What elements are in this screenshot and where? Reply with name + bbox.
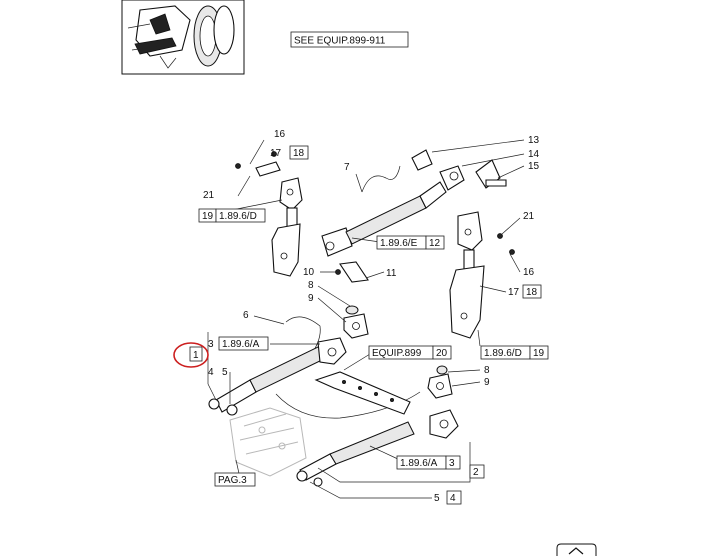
lower-link-right <box>314 371 459 439</box>
callout-15[interactable]: 15 <box>528 161 540 172</box>
tractor-thumbnail <box>121 0 245 75</box>
lower-link-bottom <box>296 421 415 487</box>
bracket-part <box>335 261 369 283</box>
callout-5-left[interactable]: 5 <box>222 367 228 378</box>
callout-8-upper[interactable]: 8 <box>308 280 314 291</box>
callout-3-right[interactable]: 3 <box>449 458 455 469</box>
chain-cable <box>285 316 321 357</box>
callout-1[interactable]: 1 <box>193 350 199 361</box>
tractor-rear-thumbnail-icon <box>127 5 235 69</box>
ref-1-89-6-D-right[interactable]: 1.89.6/D <box>484 348 522 359</box>
callout-16-right[interactable]: 16 <box>523 267 535 278</box>
right-lift-rod <box>449 211 515 339</box>
callout-2[interactable]: 2 <box>473 467 479 478</box>
callout-8-right[interactable]: 8 <box>484 365 490 376</box>
callout-14[interactable]: 14 <box>528 149 540 160</box>
callout-6[interactable]: 6 <box>243 310 249 321</box>
ref-1-89-6-E[interactable]: 1.89.6/E <box>380 238 418 249</box>
leader-lines <box>207 139 525 499</box>
callout-4-left[interactable]: 4 <box>208 367 214 378</box>
ref-1-89-6-A-right[interactable]: 1.89.6/A <box>400 458 438 469</box>
callout-21-right[interactable]: 21 <box>523 211 535 222</box>
callout-11[interactable]: 11 <box>386 268 397 279</box>
callout-19-left[interactable]: 19 <box>202 211 214 222</box>
callout-10[interactable]: 10 <box>303 267 315 278</box>
callout-13[interactable]: 13 <box>528 135 540 146</box>
callout-19-right[interactable]: 19 <box>533 348 545 359</box>
callout-20[interactable]: 20 <box>436 348 448 359</box>
callout-7[interactable]: 7 <box>344 162 350 173</box>
see-equip-box <box>290 31 409 48</box>
callout-16[interactable]: 16 <box>274 129 286 140</box>
ref-PAG-3[interactable]: PAG.3 <box>218 475 247 486</box>
lower-link-left <box>208 337 347 416</box>
callout-9-upper[interactable]: 9 <box>308 293 314 304</box>
callout-18-upper[interactable]: 18 <box>293 148 305 159</box>
see-equip-text[interactable]: SEE EQUIP.899-911 <box>294 36 386 47</box>
ref-1-89-6-D-left[interactable]: 1.89.6/D <box>219 211 257 222</box>
ball-joint-upper <box>343 305 369 339</box>
callout-21-left[interactable]: 21 <box>203 190 215 201</box>
callout-17-upper[interactable]: 17 <box>270 148 282 159</box>
callout-9-right[interactable]: 9 <box>484 377 490 388</box>
top-link <box>321 149 507 257</box>
callout-4-bottom[interactable]: 4 <box>450 493 456 504</box>
callout-3-left[interactable]: 3 <box>208 339 214 350</box>
left-lift-rod <box>235 151 303 277</box>
callout-12[interactable]: 12 <box>429 238 441 249</box>
ref-EQUIP-899[interactable]: EQUIP.899 <box>372 348 422 359</box>
housing-ghost <box>229 407 307 477</box>
ball-joint-right <box>427 365 453 399</box>
callout-18-right[interactable]: 18 <box>526 287 538 298</box>
callout-17-right[interactable]: 17 <box>508 287 520 298</box>
ref-1-89-6-A-left[interactable]: 1.89.6/A <box>222 339 260 350</box>
up-chevron-icon[interactable] <box>556 543 597 556</box>
callout-1-highlight <box>173 342 209 368</box>
callout-5-bottom[interactable]: 5 <box>434 493 440 504</box>
